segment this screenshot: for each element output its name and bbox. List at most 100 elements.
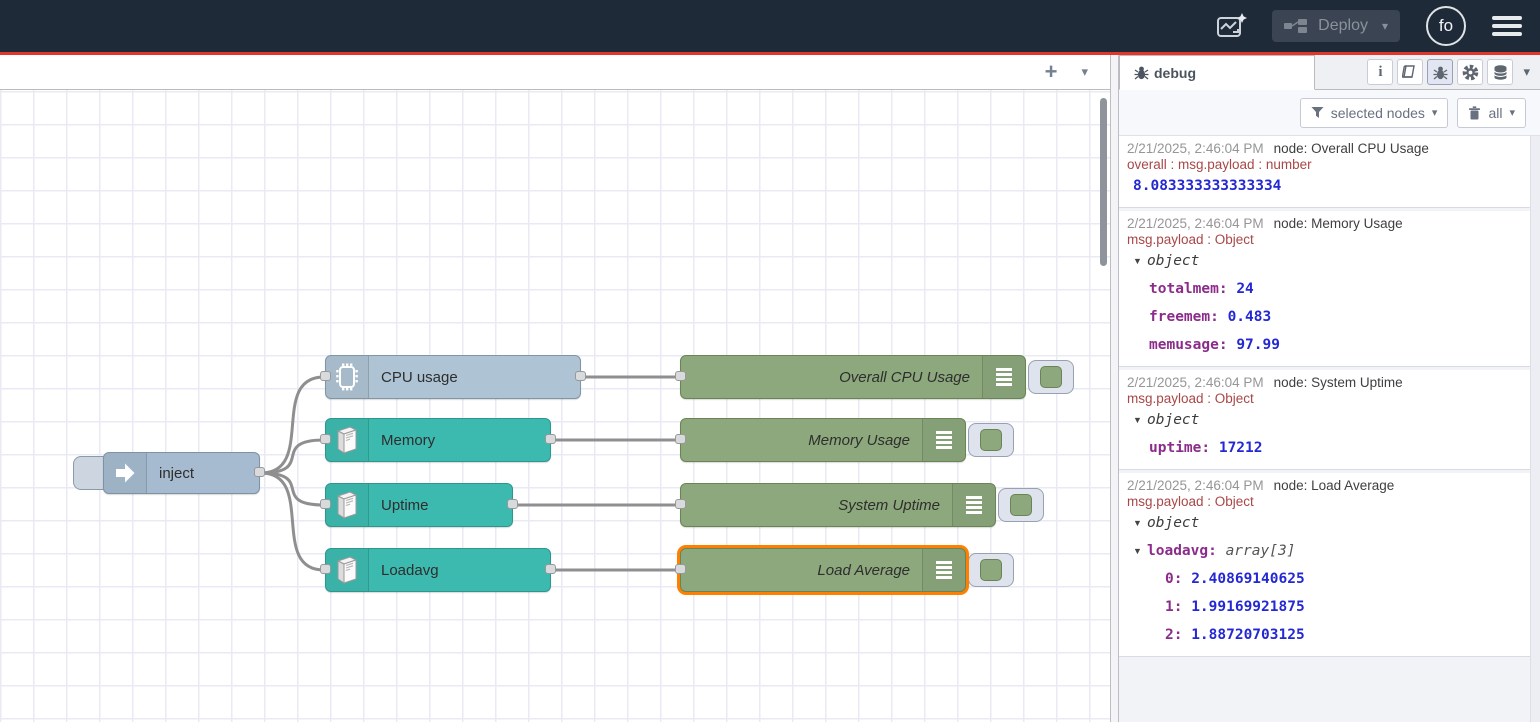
- expand-caret-icon[interactable]: ▼: [1133, 537, 1147, 565]
- node-inject[interactable]: inject: [103, 452, 260, 494]
- debug-value: object: [1147, 515, 1199, 531]
- debug-value-row: totalmem: 24: [1127, 275, 1522, 303]
- book-icon[interactable]: [1397, 59, 1423, 85]
- input-port[interactable]: [320, 499, 331, 509]
- debug-value-row: uptime: 17212: [1127, 434, 1522, 462]
- node-uptime[interactable]: Uptime: [325, 483, 513, 527]
- debug-node-name: node: Load Average: [1274, 478, 1395, 493]
- debug-filter-button[interactable]: selected nodes ▾: [1300, 98, 1449, 128]
- output-port[interactable]: [545, 564, 556, 574]
- debug-toggle-state: [1010, 494, 1032, 516]
- tab-debug[interactable]: debug: [1119, 55, 1315, 90]
- debug-toggle-state: [980, 559, 1002, 581]
- server-icon: [326, 549, 369, 591]
- debug-value: 1.99169921875: [1191, 599, 1305, 615]
- debug-key: 1:: [1165, 599, 1191, 615]
- node-memory[interactable]: Memory: [325, 418, 551, 462]
- debug-message: 2/21/2025, 2:46:04 PMnode: Overall CPU U…: [1119, 136, 1530, 208]
- debug-value: 24: [1236, 281, 1253, 297]
- input-port[interactable]: [675, 499, 686, 509]
- debug-list-icon: [922, 419, 965, 461]
- debug-timestamp: 2/21/2025, 2:46:04 PM: [1127, 141, 1264, 156]
- user-avatar[interactable]: fo: [1426, 6, 1466, 46]
- debug-node-name: node: System Uptime: [1274, 375, 1403, 390]
- input-port[interactable]: [675, 564, 686, 574]
- clear-caret-icon: ▾: [1509, 106, 1515, 119]
- debug-sidebar: debug i: [1119, 55, 1540, 722]
- node-label: Loadavg: [369, 549, 550, 591]
- debug-clear-button[interactable]: all ▾: [1457, 98, 1526, 128]
- debug-toggle-state: [980, 429, 1002, 451]
- node-label: CPU usage: [369, 356, 580, 398]
- deploy-nodes-icon: [1284, 18, 1308, 34]
- debug-value: 17212: [1219, 440, 1263, 456]
- node-label: Memory: [369, 419, 550, 461]
- info-icon[interactable]: i: [1367, 59, 1393, 85]
- sidebar-splitter[interactable]: [1110, 55, 1119, 722]
- node-memory-usage[interactable]: Memory Usage: [680, 418, 966, 462]
- input-port[interactable]: [675, 371, 686, 381]
- debug-value: 2.40869140625: [1191, 571, 1305, 587]
- debug-message-meta: 2/21/2025, 2:46:04 PMnode: Memory Usage: [1127, 216, 1522, 231]
- debug-timestamp: 2/21/2025, 2:46:04 PM: [1127, 478, 1264, 493]
- expand-caret-icon[interactable]: ▼: [1133, 509, 1147, 537]
- node-label: Load Average: [681, 549, 922, 591]
- deploy-options-caret-icon[interactable]: ▾: [1382, 19, 1388, 33]
- input-port[interactable]: [320, 371, 331, 381]
- debug-value: array[3]: [1226, 543, 1296, 559]
- output-port[interactable]: [575, 371, 586, 381]
- debug-scrollbar-track[interactable]: [1530, 136, 1540, 722]
- debug-value-row: 2: 1.88720703125: [1127, 621, 1522, 649]
- chip-icon: [326, 356, 369, 398]
- debug-value-row: 8.083333333333334: [1127, 172, 1522, 200]
- debug-value-row: ▼loadavg: array[3]: [1127, 537, 1522, 565]
- node-label: Overall CPU Usage: [681, 356, 982, 398]
- node-system-uptime[interactable]: System Uptime: [680, 483, 996, 527]
- node-cpu-usage[interactable]: CPU usage: [325, 355, 581, 399]
- workspace: + ▾ inject CPU usageMemoryUptimeLoadavg Ov…: [0, 55, 1110, 722]
- input-port[interactable]: [320, 434, 331, 444]
- debug-toggle-state: [1040, 366, 1062, 388]
- deploy-button[interactable]: Deploy ▾: [1272, 10, 1400, 42]
- assistant-chart-sparkle-icon[interactable]: [1216, 12, 1248, 40]
- node-loadavg[interactable]: Loadavg: [325, 548, 551, 592]
- hamburger-menu-icon[interactable]: [1492, 16, 1522, 36]
- node-label: System Uptime: [681, 484, 952, 526]
- input-port[interactable]: [320, 564, 331, 574]
- sidebar-options-caret-icon[interactable]: ▾: [1523, 64, 1530, 80]
- node-label: inject: [147, 453, 259, 493]
- input-port[interactable]: [675, 434, 686, 444]
- server-icon: [326, 419, 369, 461]
- debug-key: 2:: [1165, 627, 1191, 643]
- canvas-vertical-scrollbar[interactable]: [1100, 98, 1107, 266]
- database-icon[interactable]: [1487, 59, 1513, 85]
- deploy-label: Deploy: [1318, 17, 1368, 35]
- debug-toggle-button[interactable]: [998, 488, 1044, 522]
- debug-key: totalmem:: [1149, 281, 1236, 297]
- expand-caret-icon[interactable]: ▼: [1133, 406, 1147, 434]
- flow-canvas[interactable]: inject CPU usageMemoryUptimeLoadavg Overal…: [0, 90, 1110, 722]
- debug-filter-label: selected nodes: [1331, 105, 1425, 121]
- debug-toggle-button[interactable]: [968, 553, 1014, 587]
- add-flow-button[interactable]: +: [1045, 61, 1058, 83]
- node-load-average[interactable]: Load Average: [680, 548, 966, 592]
- output-port[interactable]: [507, 499, 518, 509]
- workspace-tabbar: + ▾: [0, 55, 1110, 90]
- debug-key: memusage:: [1149, 337, 1236, 353]
- expand-caret-icon[interactable]: ▼: [1133, 247, 1147, 275]
- app-header: Deploy ▾ fo: [0, 0, 1540, 52]
- flow-list-caret-icon[interactable]: ▾: [1081, 64, 1088, 80]
- bug-icon[interactable]: [1427, 59, 1453, 85]
- debug-message-meta: 2/21/2025, 2:46:04 PM node: Load Average: [1127, 478, 1522, 493]
- gear-icon[interactable]: [1457, 59, 1483, 85]
- output-port[interactable]: [254, 467, 265, 477]
- trash-icon: [1468, 106, 1481, 120]
- debug-message: 2/21/2025, 2:46:04 PMnode: Load Averagem…: [1119, 473, 1530, 657]
- debug-timestamp: 2/21/2025, 2:46:04 PM: [1127, 375, 1264, 390]
- debug-toggle-button[interactable]: [968, 423, 1014, 457]
- debug-toggle-button[interactable]: [1028, 360, 1074, 394]
- debug-value: object: [1147, 253, 1199, 269]
- debug-message: 2/21/2025, 2:46:04 PMnode: Memory Usage m…: [1119, 211, 1530, 367]
- output-port[interactable]: [545, 434, 556, 444]
- node-overall-cpu-usage[interactable]: Overall CPU Usage: [680, 355, 1026, 399]
